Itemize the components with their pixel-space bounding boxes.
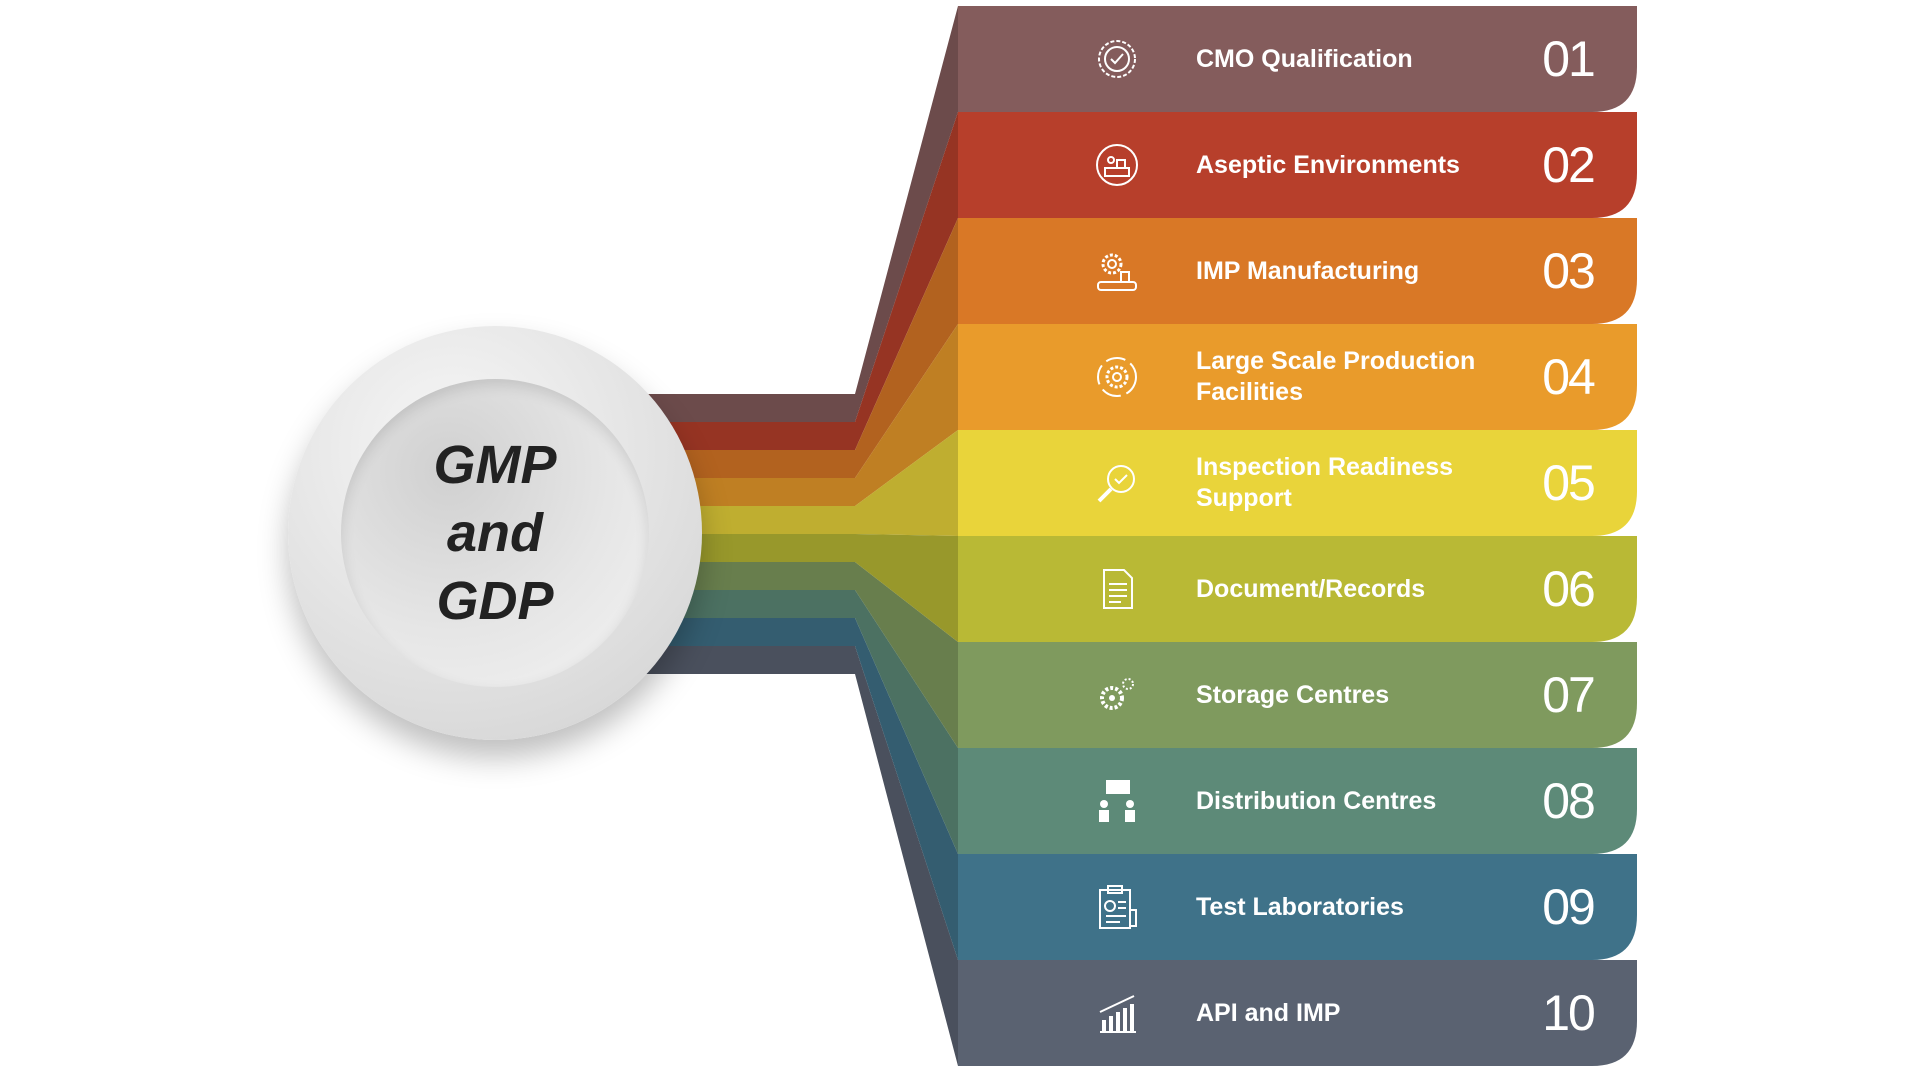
list-item: Test Laboratories 09: [958, 854, 1637, 960]
item-label: Distribution Centres: [1196, 786, 1437, 815]
ribbon-band: [958, 324, 1637, 430]
ribbon-05: [646, 430, 1637, 536]
item-number: 02: [1542, 137, 1596, 193]
gear-cycle-icon: [1097, 357, 1137, 397]
item-label: Large Scale Production Facilities: [1196, 347, 1476, 406]
ribbon-07: [646, 562, 1637, 748]
ribbon-band: [958, 536, 1637, 642]
ribbon-band: [958, 748, 1637, 854]
item-label: Test Laboratories: [1196, 892, 1404, 921]
ribbon-06: [646, 534, 1637, 642]
list-item: API and IMP 10: [958, 960, 1637, 1066]
clipboard-icon: [1099, 885, 1137, 929]
magnifier-check-icon: [1097, 465, 1135, 503]
ribbon-stripe: [646, 112, 958, 450]
center-title-line: GDP: [436, 571, 554, 631]
document-icon: [1103, 569, 1133, 609]
ribbon-09: [646, 618, 1637, 960]
ribbon-02: [646, 112, 1637, 450]
ribbon-band: [958, 6, 1637, 112]
list-item: CMO Qualification 01: [958, 6, 1637, 112]
people-board-icon: [1099, 780, 1135, 822]
ribbon-band: [958, 218, 1637, 324]
item-number: 09: [1542, 879, 1596, 935]
ribbon-band: [958, 112, 1637, 218]
item-label: API and IMP: [1196, 998, 1341, 1027]
item-number: 03: [1542, 243, 1596, 299]
ribbon-stripe: [646, 534, 958, 642]
center-title: GMP and GDP: [341, 379, 649, 687]
ribbon-04: [646, 324, 1637, 506]
ribbon-10: [646, 646, 1637, 1066]
ribbon-stripe: [646, 618, 958, 960]
item-number: 08: [1542, 773, 1596, 829]
cleanroom-worker-icon: [1096, 144, 1138, 186]
ribbon-stripe: [646, 590, 958, 854]
center-title-line: and: [446, 503, 543, 563]
item-label: IMP Manufacturing: [1196, 256, 1420, 285]
item-number: 06: [1542, 561, 1596, 617]
ribbon-stripe: [646, 324, 958, 506]
item-label: Aseptic Environments: [1196, 150, 1460, 179]
center-circle: GMP and GDP: [288, 326, 702, 740]
ribbon-stripe: [646, 218, 958, 478]
list-item: IMP Manufacturing 03: [958, 218, 1637, 324]
ribbon-band: [958, 854, 1637, 960]
badge-check-icon: [1098, 40, 1136, 78]
list-item: Document/Records 06: [958, 536, 1637, 642]
list-item: Inspection Readiness Support 05: [958, 430, 1637, 536]
item-number: 01: [1542, 31, 1596, 87]
gear-conveyor-icon: [1097, 253, 1137, 291]
item-label: Inspection Readiness Support: [1196, 453, 1454, 512]
center-title-line: GMP: [433, 435, 557, 495]
ribbon-stripe: [646, 646, 958, 1066]
item-label: Storage Centres: [1196, 680, 1390, 709]
item-number: 07: [1542, 667, 1596, 723]
ribbon-01: [646, 6, 1637, 422]
ribbon-08: [646, 590, 1637, 854]
item-label: Document/Records: [1196, 574, 1426, 603]
ribbon-stripe: [646, 430, 958, 536]
gears-icon: [1100, 678, 1134, 710]
ribbon-stripe: [646, 562, 958, 748]
ribbon-band: [958, 960, 1637, 1066]
list-item: Aseptic Environments 02: [958, 112, 1637, 218]
item-number: 05: [1542, 455, 1596, 511]
ribbon-band: [958, 430, 1637, 536]
list-item: Storage Centres 07: [958, 642, 1637, 748]
ribbon-band: [958, 642, 1637, 748]
item-label: CMO Qualification: [1196, 44, 1413, 73]
item-number: 10: [1542, 985, 1596, 1041]
ribbon-03: [646, 218, 1637, 478]
list-item: Large Scale Production Facilities 04: [958, 324, 1637, 430]
list-item: Distribution Centres 08: [958, 748, 1637, 854]
ribbon-stripe: [646, 6, 958, 422]
bar-chart-up-icon: [1099, 995, 1136, 1033]
item-number: 04: [1542, 349, 1596, 405]
